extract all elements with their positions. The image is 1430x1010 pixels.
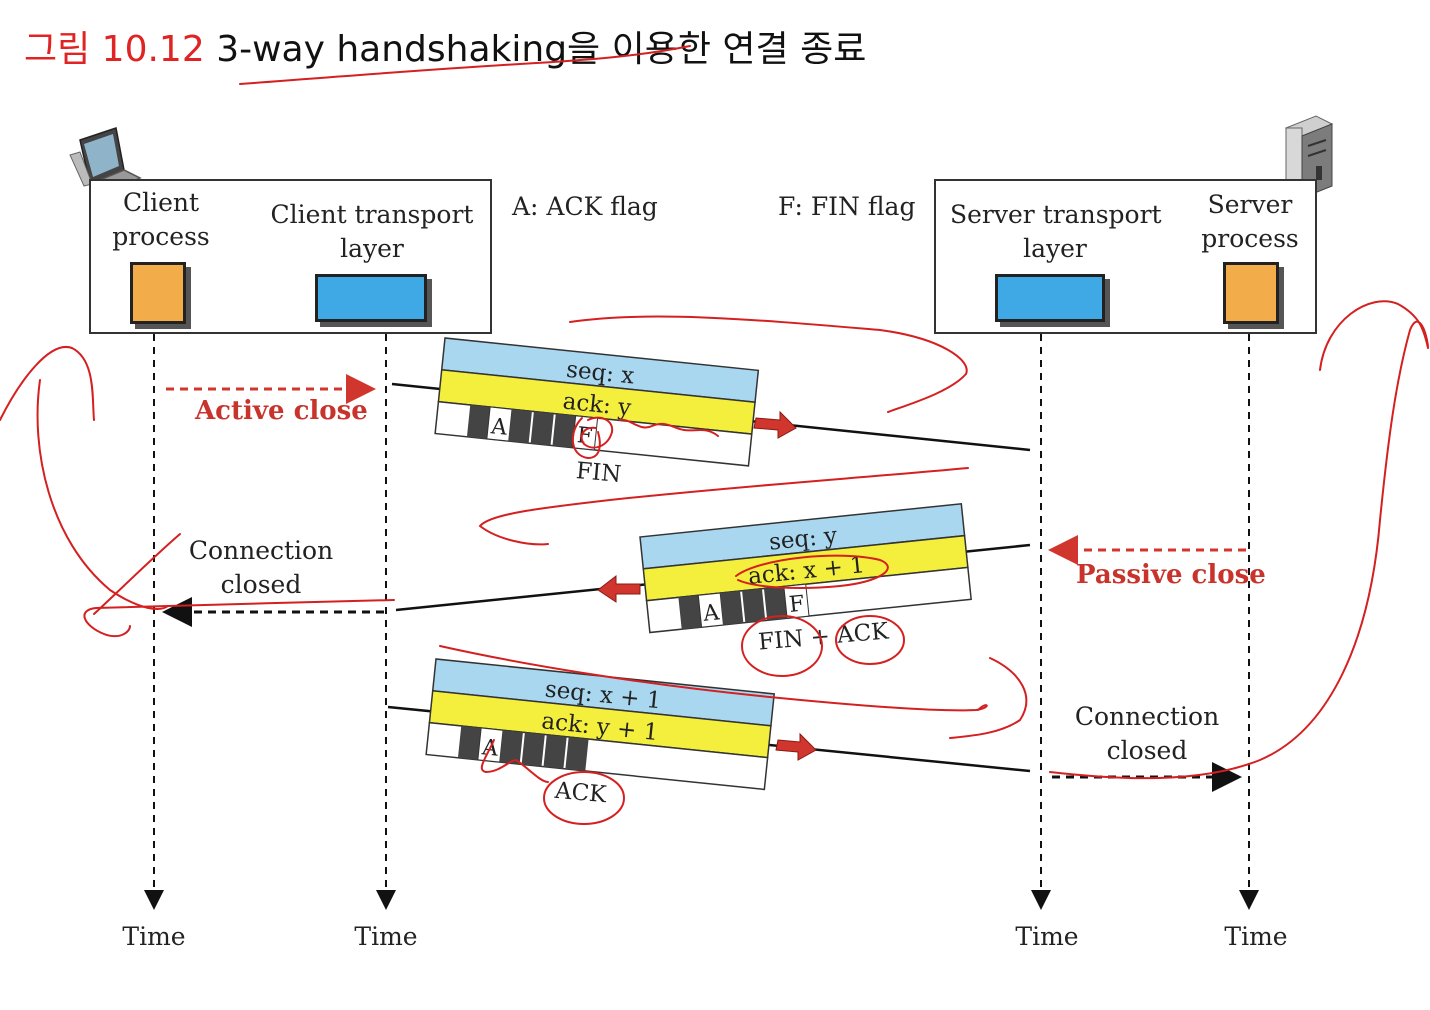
ack-circle-annotation: [835, 615, 905, 665]
finack-flag-f: F: [788, 592, 806, 618]
server-right-loop-stroke: [1319, 300, 1429, 371]
client-closed-line1: Connection: [188, 536, 334, 565]
ack-flow-stroke: [439, 645, 988, 712]
fin-circle-stroke: [572, 417, 601, 460]
fin-flag-a: A: [489, 414, 509, 441]
client-transport-label: Client transport layer: [270, 198, 474, 266]
client-close-loop-stroke: [83, 599, 395, 638]
legend-ack-flag: A: ACK flag: [512, 192, 658, 221]
handwritten-annotations: [0, 45, 1429, 825]
time-label-client-process: Time: [122, 922, 186, 951]
time-label-server-process: Time: [1224, 922, 1288, 951]
time-label-client-transport: Time: [354, 922, 418, 951]
server-closed-line2: closed: [1106, 736, 1188, 765]
fin-segment: seq: x ack: y A F: [434, 337, 760, 467]
server-transport-block: [995, 274, 1105, 322]
ack-flag-mark-stroke: [480, 739, 549, 783]
active-close-label: Active close: [195, 396, 368, 426]
client-process-label: Client process: [106, 186, 216, 254]
client-process-block: [130, 262, 186, 324]
finack-direction-arrow: [597, 574, 641, 603]
ack-xplus1-circle-stroke: [735, 554, 889, 589]
finack-segment: seq: y ack: x + 1 A F: [639, 502, 972, 634]
finack-flag-a: A: [701, 600, 721, 627]
client-connection-closed-label: Connection closed: [176, 534, 346, 602]
client-process-line2: process: [112, 222, 210, 251]
fin-circle-annotation: [741, 615, 823, 677]
server-connection-closed-label: Connection closed: [1062, 700, 1232, 768]
time-label-server-transport: Time: [1015, 922, 1079, 951]
figure-number: 그림 10.12: [24, 29, 205, 70]
server-transport-label: Server transport layer: [950, 198, 1162, 266]
server-transport-line1: Server transport: [950, 200, 1162, 229]
fin-segment-name: FIN: [575, 458, 622, 488]
client-process-line1: Client: [122, 188, 200, 217]
figure-title: 그림 10.12 3-way handshaking을 이용한 연결 종료: [24, 20, 866, 72]
client-left-swoop-stroke: [36, 379, 169, 610]
server-process-line2: process: [1201, 224, 1299, 253]
finack-flow-stroke: [478, 467, 969, 546]
server-transport-line2: layer: [1023, 234, 1087, 263]
fin-direction-arrow: [753, 410, 797, 439]
fin-note-stroke: [619, 418, 719, 437]
fin-flag-f: F: [576, 423, 594, 449]
client-left-loop-stroke: [0, 345, 95, 421]
ack-flow-hook-stroke: [949, 657, 1028, 739]
server-closed-line1: Connection: [1074, 702, 1220, 731]
ack-segment-name: ACK: [553, 778, 608, 809]
ack-segment: seq: x + 1 ack: y + 1 A: [425, 658, 776, 791]
client-closed-swoop-stroke: [93, 533, 181, 615]
passive-close-label: Passive close: [1076, 560, 1266, 590]
finack-segment-name: FIN + ACK: [757, 618, 890, 655]
client-transport-line1: Client transport: [270, 200, 474, 229]
server-process-block: [1223, 262, 1279, 324]
client-closed-line2: closed: [220, 570, 302, 599]
ack-direction-arrow: [775, 732, 817, 761]
client-transport-block: [315, 274, 427, 322]
fin-flow-stroke: [569, 315, 968, 413]
ack-label-circle-annotation: [543, 771, 625, 825]
client-transport-line2: layer: [340, 234, 404, 263]
server-closed-swoop-stroke: [1049, 320, 1429, 780]
server-process-label: Server process: [1195, 188, 1305, 256]
legend-fin-flag: F: FIN flag: [778, 192, 916, 221]
title-strikethrough-stroke: [239, 45, 691, 85]
server-process-line1: Server: [1207, 190, 1293, 219]
